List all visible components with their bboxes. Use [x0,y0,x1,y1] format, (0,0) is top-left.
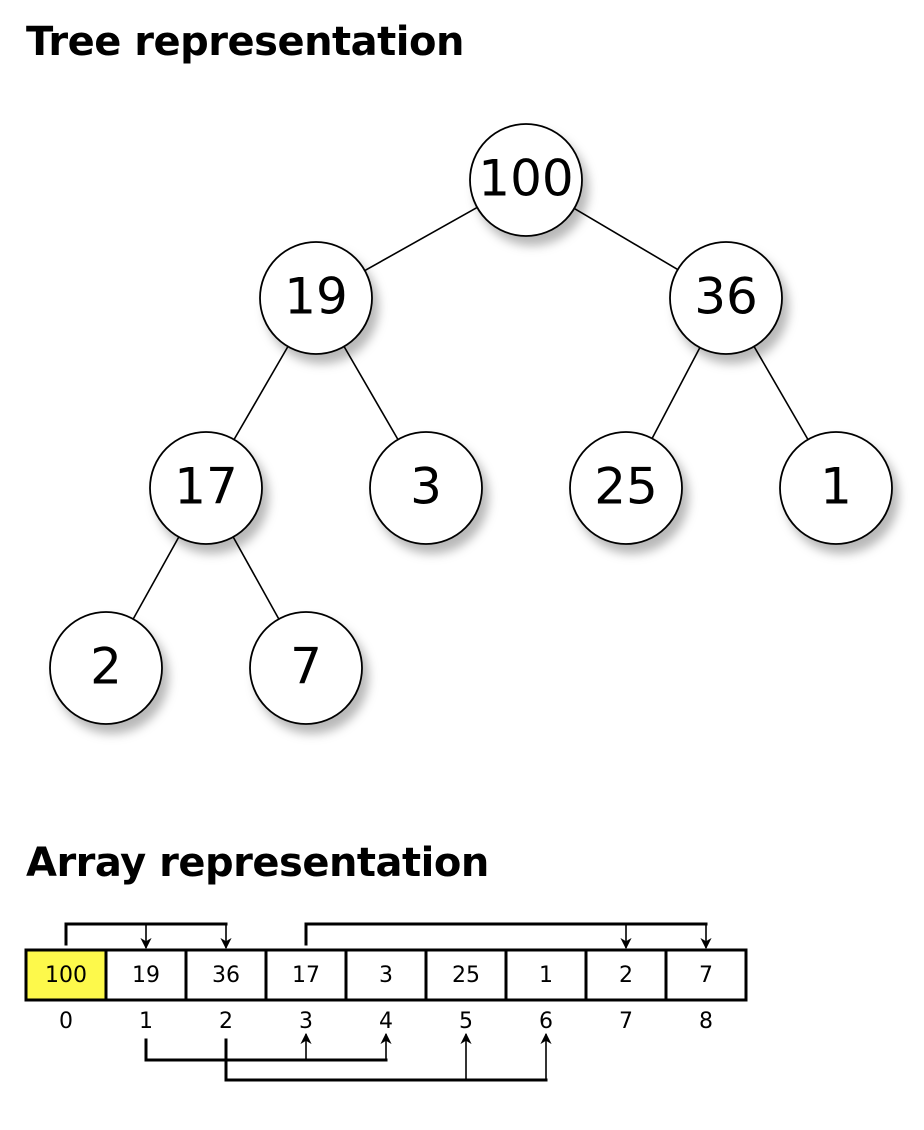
array-index-label: 7 [619,1009,633,1034]
tree-node: 36 [669,241,783,355]
tree-node-label: 17 [174,458,238,516]
array-cell-box [584,948,668,1002]
array-cell-value: 3 [379,963,393,988]
tree-edge-n2-n6 [753,346,809,440]
tree-node: 3 [369,431,483,545]
tree-node: 19 [259,241,373,355]
array-cell-value: 2 [619,963,633,988]
tree-node-label: 19 [284,268,348,326]
tree-edges [132,206,809,620]
array-cell-box [184,948,268,1002]
array-cell: 17 [264,948,348,1002]
tree-edge-n0-n2 [573,207,679,271]
tree-node-label: 2 [90,638,122,696]
tree-node-circle [469,123,583,237]
array-cell-value: 7 [699,963,713,988]
array-index-label: 1 [139,1009,153,1034]
tree-edge-n2-n5 [651,347,701,439]
tree-node-circle [569,431,683,545]
tree-edge-n3-n7 [132,536,180,620]
tree-node: 7 [249,611,363,725]
tree-node: 1 [779,431,893,545]
tree-nodes: 100 19 36 17 3 25 1 2 7 [49,123,893,725]
array-cell-box [664,948,748,1002]
parent-child-link [304,922,712,950]
tree-node: 25 [569,431,683,545]
array-cell-value: 25 [452,963,480,988]
tree-node-label: 3 [410,458,442,516]
array-cell: 19 [104,948,188,1002]
tree-node-circle [369,431,483,545]
array-cell-value: 36 [212,963,240,988]
parent-child-link [144,1032,392,1062]
tree-node-circle [249,611,363,725]
tree-node-circle [259,241,373,355]
array-cell-value: 100 [45,963,87,988]
array-cell: 100 [24,948,108,1002]
array-cell: 36 [184,948,268,1002]
array-cell: 7 [664,948,748,1002]
array-index-label: 5 [459,1009,473,1034]
tree-edge-n1-n4 [343,346,399,440]
tree-node: 100 [469,123,583,237]
array-cell: 2 [584,948,668,1002]
tree-node-circle [149,431,263,545]
tree-node-circle [669,241,783,355]
array-cell: 1 [504,948,588,1002]
tree-node-label: 100 [478,150,573,208]
tree-node-label: 1 [820,458,852,516]
tree-edge-n0-n1 [364,206,478,272]
array-cell-box [344,948,428,1002]
array-cell: 25 [424,948,508,1002]
array-cell-box [264,948,348,1002]
tree-representation-title: Tree representation [26,19,464,65]
tree-node-label: 36 [694,268,758,326]
array-cell-value: 17 [292,963,320,988]
tree-node-label: 25 [594,458,658,516]
array-index-label: 8 [699,1009,713,1034]
heap-array: 100 19 36 17 3 25 1 2 7 0 1 2 3 4 5 6 7 8 [24,948,748,1034]
array-index-label: 6 [539,1009,553,1034]
tree-node-label: 7 [290,638,322,696]
array-index-label: 3 [299,1009,313,1034]
array-cell-box [24,948,108,1002]
array-cell: 3 [344,948,428,1002]
array-cell-box [504,948,588,1002]
parent-child-link [224,1032,552,1082]
tree-edge-n3-n8 [232,536,280,620]
tree-node-circle [49,611,163,725]
tree-node: 2 [49,611,163,725]
array-cell-value: 19 [132,963,160,988]
array-index-label: 2 [219,1009,233,1034]
parent-child-links [64,922,712,1082]
array-representation-title: Array representation [26,840,489,886]
array-cell-value: 1 [539,963,553,988]
array-index-label: 0 [59,1009,73,1034]
tree-node: 17 [149,431,263,545]
array-index-label: 4 [379,1009,393,1034]
tree-edge-n1-n3 [233,346,289,440]
tree-node-circle [779,431,893,545]
parent-child-link [64,922,232,950]
